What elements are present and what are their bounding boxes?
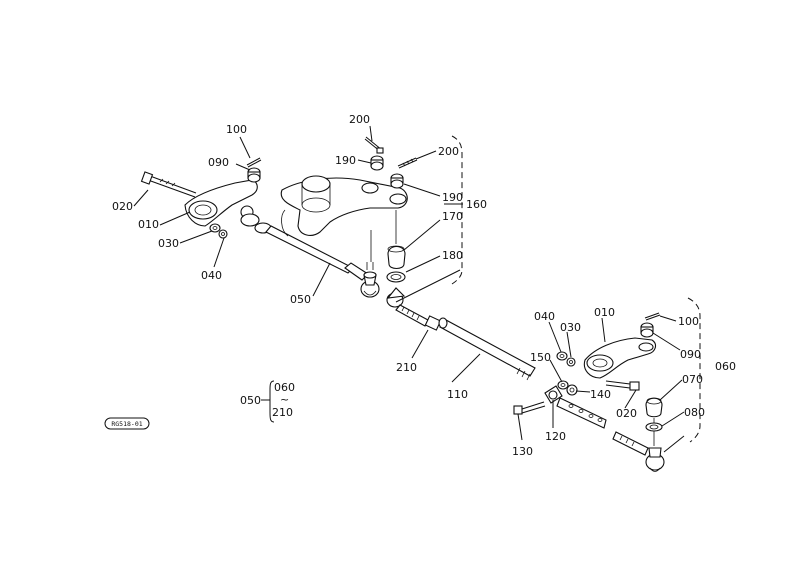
label-170: 170 [442,210,463,223]
label-070: 070 [682,373,703,386]
label-110: 110 [447,388,468,401]
washer-040-right [556,351,568,361]
label-060: 060 [715,360,736,373]
tie-rod-110 [438,317,536,381]
bracket-060 [687,297,701,443]
label-150: 150 [530,351,551,364]
washer-150 [557,380,569,390]
label-100-right: 100 [678,315,699,328]
leader-lines [133,125,685,453]
label-100-left: 100 [226,123,247,136]
label-140: 140 [590,388,611,401]
legend-main: 050 [240,394,261,407]
label-040-left: 040 [201,269,222,282]
assembly-legend: 050 060 ~ 210 [240,380,295,423]
label-010-right: 010 [594,306,615,319]
bolt-020-left [140,171,197,198]
label-040-right: 040 [534,310,555,323]
nut-030-right [566,357,576,367]
label-090-left: 090 [208,156,229,169]
label-160: 160 [466,198,487,211]
nut-190-top [370,155,384,171]
clamp-120 [544,385,563,404]
cotter-pin-100-right [644,312,661,321]
label-020-right: 020 [616,407,637,420]
legend-to: 210 [272,406,293,419]
legend-tilde: ~ [280,393,289,406]
label-050-rod: 050 [290,293,311,306]
seal-ring-080 [645,422,663,432]
figure-stamp: RG518-01 [104,417,150,430]
adjusting-sleeve [556,397,649,456]
nut-190-right [390,173,404,189]
nut-040-left [218,229,228,239]
label-020-left: 020 [112,200,133,213]
bolt-130 [513,401,546,415]
label-200-top: 200 [349,113,370,126]
cotter-pin-200-right [397,157,418,169]
dust-boot-170 [387,245,406,270]
cotter-pin-200-top [364,136,384,154]
label-190-right: 190 [442,191,463,204]
stamp-text: RG518-01 [111,420,142,428]
label-030-left: 030 [158,237,179,250]
nut-090-right [640,322,654,338]
label-120: 120 [545,430,566,443]
nut-140 [566,384,578,396]
bolt-020-right [605,380,640,391]
label-180: 180 [442,249,463,262]
washer-030-left [209,223,221,233]
label-080: 080 [684,406,705,419]
tie-rod-end-210 [386,287,442,331]
tie-rod-050 [240,205,380,298]
label-200-right: 200 [438,145,459,158]
dust-boot-070 [645,397,663,418]
label-210: 210 [396,361,417,374]
label-190-top: 190 [335,154,356,167]
seal-ring-180 [386,271,406,283]
nut-090-left [247,167,261,183]
left-steering-arm [184,179,258,227]
label-130: 130 [512,445,533,458]
cotter-pin-100-left [246,157,262,168]
tie-rod-end-right [645,447,665,472]
legend-from: 060 [274,381,295,394]
label-010-left: 010 [138,218,159,231]
center-arm-bracket [280,175,408,237]
right-steering-arm [583,337,657,379]
label-030-right: 030 [560,321,581,334]
label-090-right: 090 [680,348,701,361]
